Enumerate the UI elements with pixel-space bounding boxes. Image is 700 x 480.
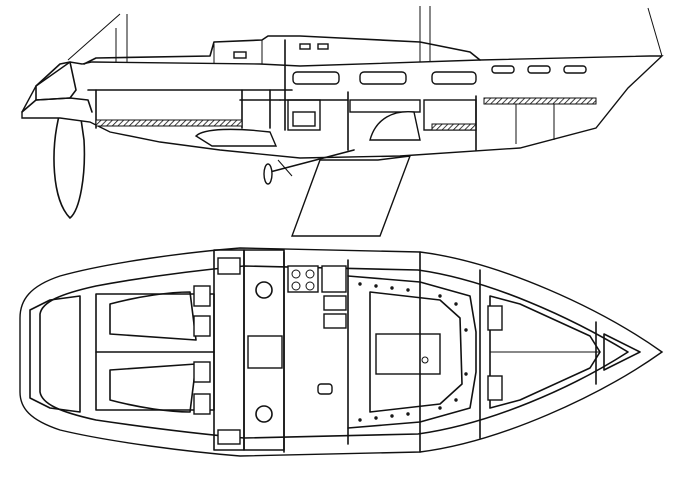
portlight bbox=[563, 65, 587, 74]
saloon-table bbox=[369, 111, 421, 141]
galley-counter-plan bbox=[323, 295, 347, 311]
vberth-plan bbox=[489, 295, 601, 409]
galley-sink bbox=[321, 265, 347, 293]
saloon-table-plan bbox=[375, 333, 441, 375]
burner bbox=[291, 269, 301, 279]
deck-hatch bbox=[233, 51, 247, 59]
cockpit-locker bbox=[193, 285, 211, 307]
burner bbox=[305, 269, 315, 279]
stove-oven bbox=[292, 111, 316, 127]
saloon-berth-cushion bbox=[431, 123, 477, 131]
portlight bbox=[359, 71, 407, 85]
rudder bbox=[53, 111, 86, 219]
portlight bbox=[491, 65, 515, 74]
cockpit-locker bbox=[193, 393, 211, 415]
vberth-cushion bbox=[483, 97, 597, 105]
mast-step bbox=[421, 356, 429, 364]
deck-fitting bbox=[299, 43, 311, 50]
nav-seat bbox=[247, 335, 283, 369]
winch-port bbox=[255, 281, 273, 299]
fuel-tank bbox=[194, 128, 278, 147]
cockpit-locker bbox=[193, 315, 211, 337]
fin-keel bbox=[290, 155, 412, 237]
profile-view bbox=[21, 6, 664, 237]
portlight bbox=[527, 65, 551, 74]
portlight bbox=[292, 71, 340, 85]
dorade-box bbox=[217, 429, 241, 445]
stove-top bbox=[287, 265, 319, 293]
prop-shaft bbox=[269, 149, 355, 173]
cushion-buttons bbox=[358, 282, 468, 422]
quarter-berth-cushion bbox=[95, 119, 243, 127]
cockpit-locker bbox=[193, 361, 211, 383]
shaft-strut bbox=[277, 159, 293, 177]
deck-edge bbox=[39, 265, 629, 439]
saloon-settee-outer bbox=[347, 275, 477, 429]
burner bbox=[291, 281, 301, 291]
deckhouse-outline bbox=[83, 35, 481, 65]
deck-fitting bbox=[317, 43, 329, 50]
propeller bbox=[263, 163, 273, 185]
port-quarter-berth bbox=[109, 291, 197, 341]
forward-locker bbox=[487, 375, 503, 401]
forestay-line bbox=[647, 7, 663, 57]
stern-transom-plan bbox=[29, 295, 81, 413]
winch-stbd bbox=[255, 405, 273, 423]
backstay-line bbox=[67, 13, 121, 61]
stern-deck bbox=[21, 97, 93, 113]
bow-anchor-well bbox=[603, 333, 641, 371]
nav-instrument bbox=[317, 383, 333, 395]
forward-locker bbox=[487, 305, 503, 331]
burner bbox=[305, 281, 315, 291]
dorade-box bbox=[217, 257, 241, 275]
saloon-seatback bbox=[349, 99, 421, 113]
hull-plan-outline bbox=[19, 247, 664, 457]
galley-locker-plan bbox=[323, 313, 347, 329]
plan-view bbox=[19, 247, 664, 457]
portlight bbox=[431, 71, 477, 85]
saloon-settee-inner bbox=[369, 291, 463, 413]
